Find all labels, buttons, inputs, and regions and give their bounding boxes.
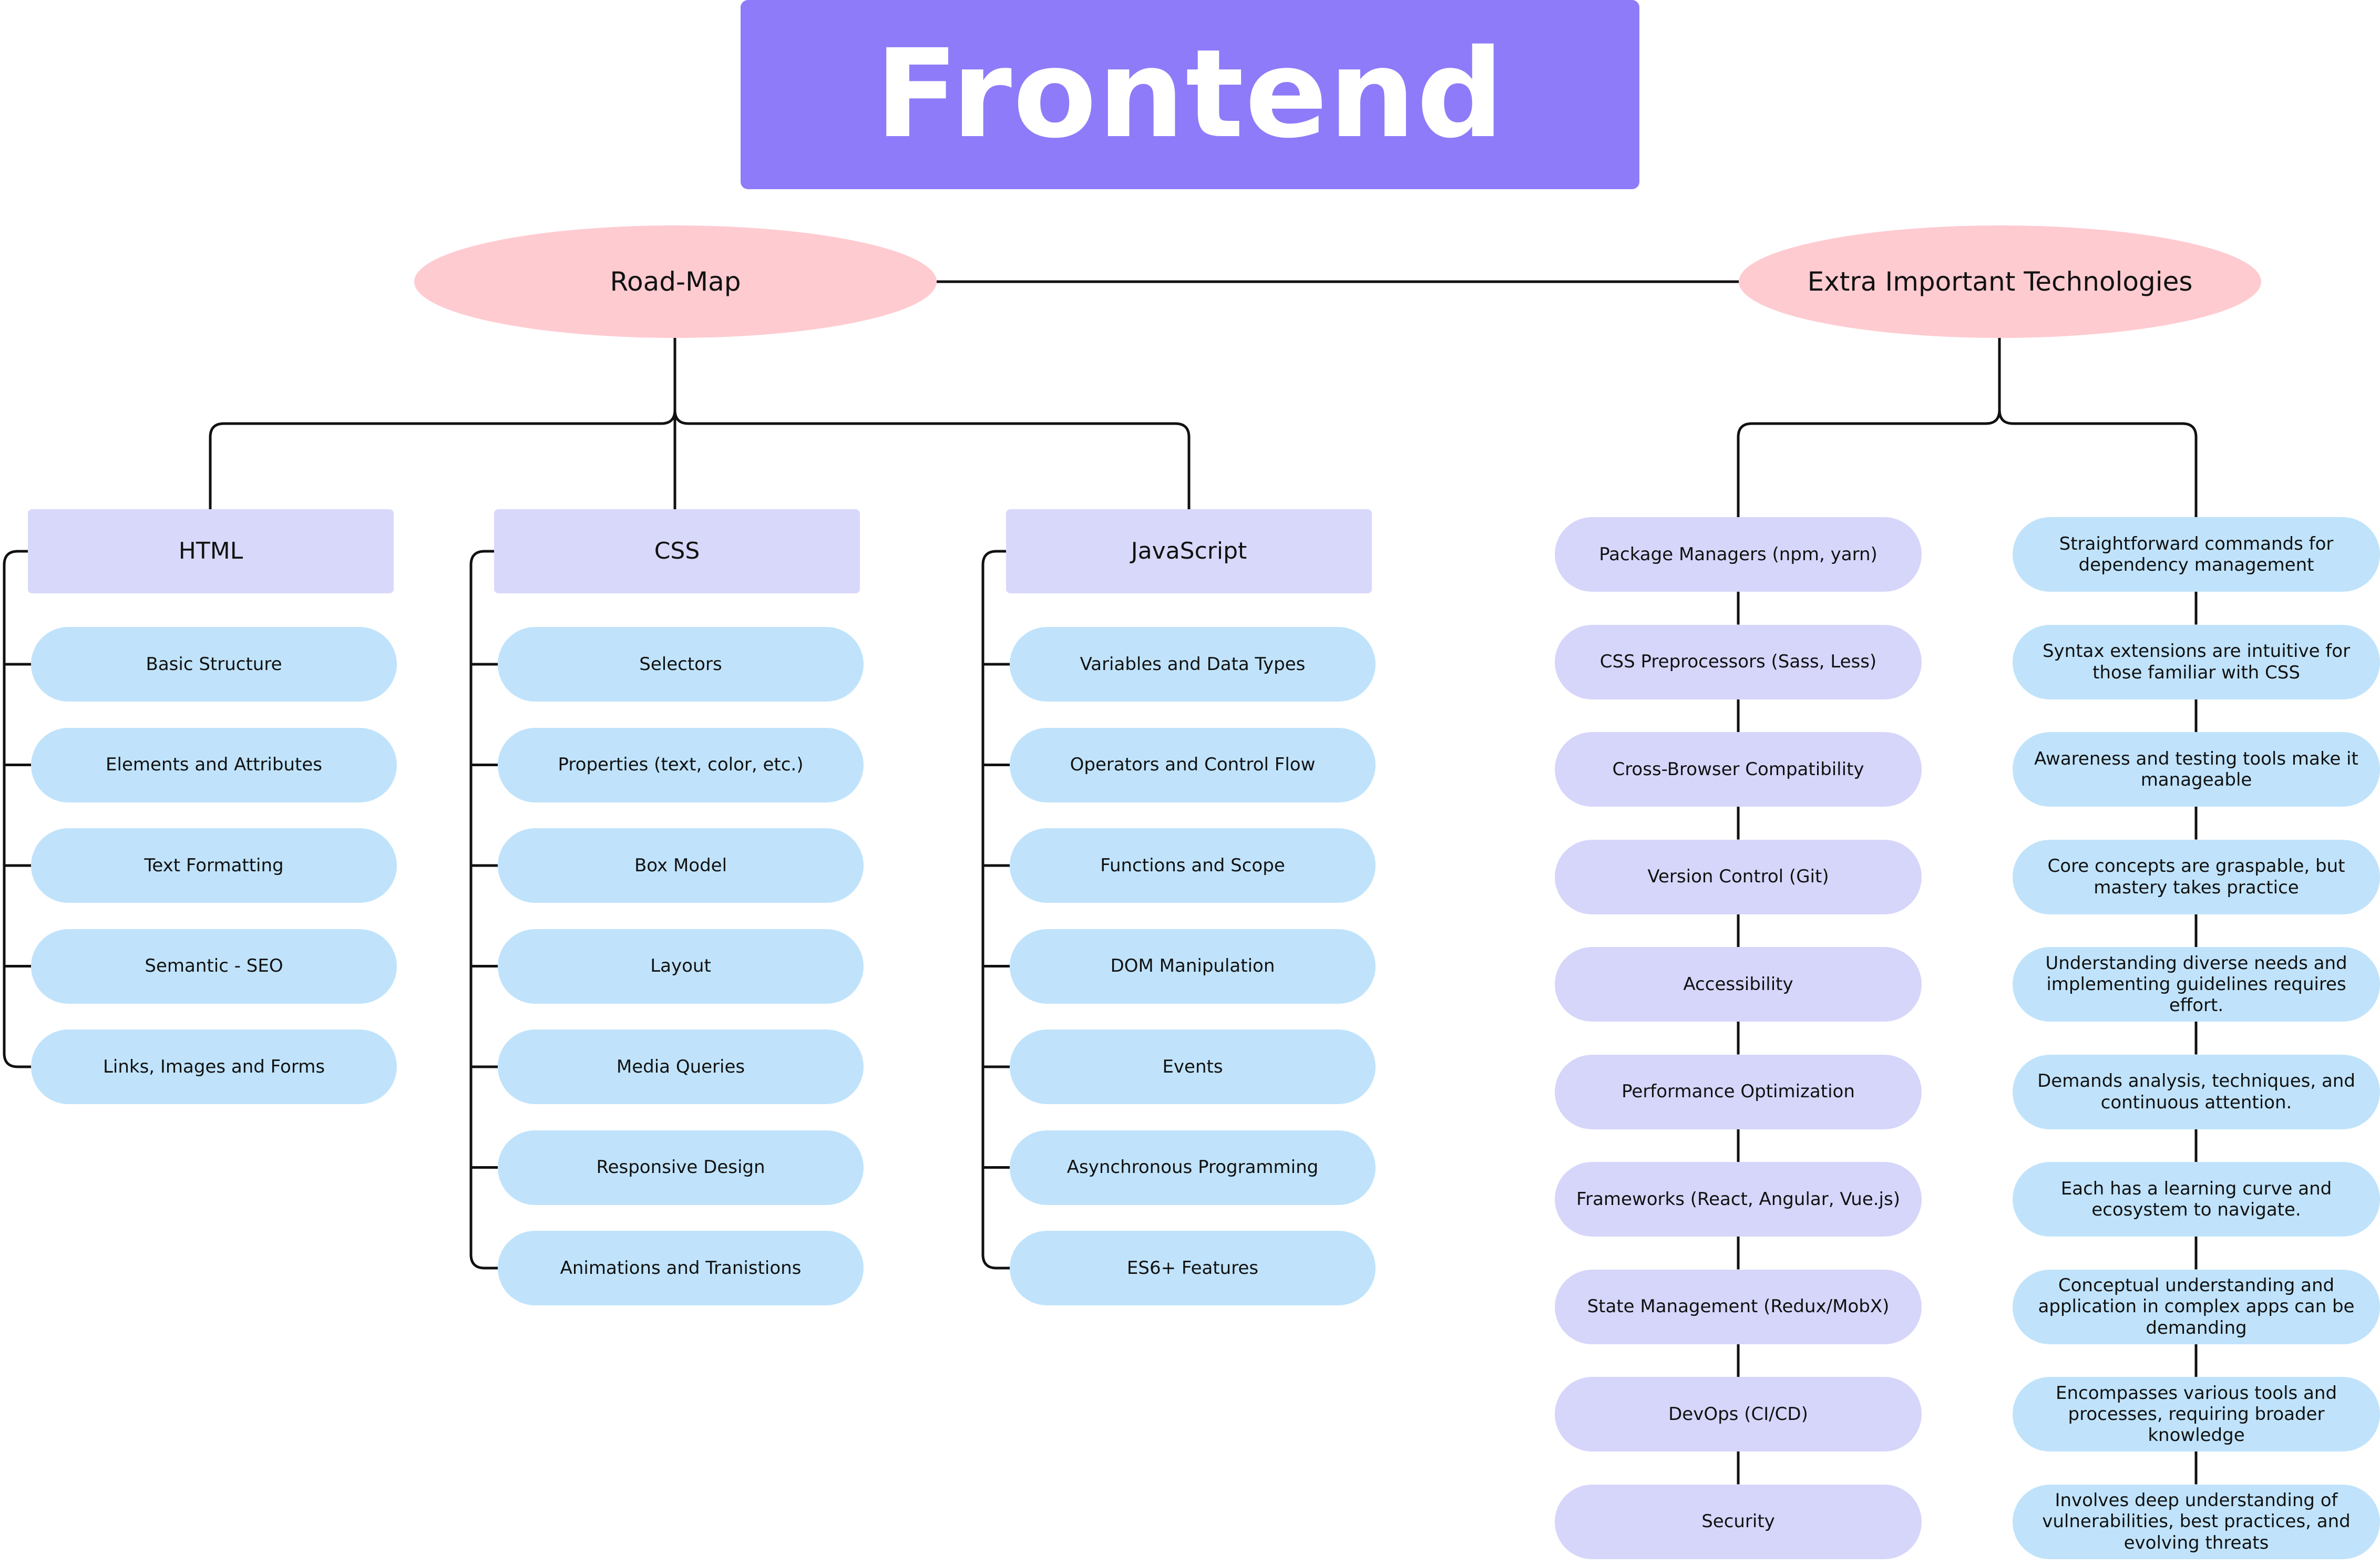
column-header-css: CSS bbox=[494, 509, 860, 593]
connector-roadmap-js bbox=[673, 409, 1191, 509]
technology-accessibility: Accessibility bbox=[1555, 947, 1922, 1022]
technology-security-label: Security bbox=[1701, 1511, 1775, 1532]
connector-roadmap-html bbox=[209, 409, 676, 509]
topic-box-model-label: Box Model bbox=[634, 854, 727, 876]
topic-events-label: Events bbox=[1162, 1056, 1223, 1077]
technology-css-preprocessors-sass-less: CSS Preprocessors (Sass, Less) bbox=[1555, 624, 1922, 699]
topic-text-formatting: Text Formatting bbox=[31, 828, 397, 903]
topic-basic-structure-label: Basic Structure bbox=[146, 653, 282, 675]
extras-label: Extra Important Technologies bbox=[1807, 266, 2193, 297]
technology-cross-browser-compatibility-label: Cross-Browser Compatibility bbox=[1612, 758, 1864, 780]
bracket-javascript bbox=[981, 550, 1010, 1270]
topic-semantic-seo-label: Semantic - SEO bbox=[145, 955, 283, 977]
topic-media-queries: Media Queries bbox=[498, 1029, 864, 1104]
column-header-html: HTML bbox=[28, 509, 394, 593]
difficulty-note-4-label: Core concepts are graspable, but mastery… bbox=[2047, 856, 2345, 898]
technology-performance-optimization-label: Performance Optimization bbox=[1622, 1081, 1855, 1103]
difficulty-note-3: Awareness and testing tools make it mana… bbox=[2013, 732, 2380, 807]
difficulty-note-3-label: Awareness and testing tools make it mana… bbox=[2034, 748, 2358, 790]
topic-asynchronous-programming-label: Asynchronous Programming bbox=[1066, 1157, 1319, 1178]
topic-dom-manipulation-label: DOM Manipulation bbox=[1110, 955, 1275, 977]
technology-performance-optimization: Performance Optimization bbox=[1555, 1054, 1922, 1129]
technology-devops-ci-cd-label: DevOps (CI/CD) bbox=[1668, 1403, 1808, 1425]
difficulty-note-1-label: Straightforward commands for dependency … bbox=[2059, 533, 2334, 575]
technology-state-management-redux-mobx-label: State Management (Redux/MobX) bbox=[1587, 1296, 1890, 1317]
difficulty-note-8-label: Conceptual understanding and application… bbox=[2038, 1275, 2355, 1339]
difficulty-note-5: Understanding diverse needs and implemen… bbox=[2013, 947, 2380, 1022]
difficulty-note-4: Core concepts are graspable, but mastery… bbox=[2013, 839, 2380, 914]
topic-elements-and-attributes-label: Elements and Attributes bbox=[106, 754, 322, 776]
difficulty-note-6-label: Demands analysis, techniques, and contin… bbox=[2037, 1070, 2355, 1113]
topic-links-images-and-forms: Links, Images and Forms bbox=[31, 1029, 397, 1104]
difficulty-note-9-label: Encompasses various tools and processes,… bbox=[2055, 1382, 2337, 1446]
column-header-javascript-label: JavaScript bbox=[1131, 538, 1247, 565]
topic-functions-and-scope: Functions and Scope bbox=[1010, 828, 1376, 903]
topic-selectors-label: Selectors bbox=[639, 653, 722, 675]
connector-extras-notes bbox=[1998, 409, 2198, 517]
topic-semantic-seo: Semantic - SEO bbox=[31, 929, 397, 1004]
topic-events: Events bbox=[1010, 1029, 1376, 1104]
topic-properties-text-color-etc-label: Properties (text, color, etc.) bbox=[558, 754, 804, 776]
bracket-html bbox=[3, 550, 31, 1068]
topic-layout-label: Layout bbox=[650, 955, 711, 977]
difficulty-note-2: Syntax extensions are intuitive for thos… bbox=[2013, 624, 2380, 699]
topic-es6-features-label: ES6+ Features bbox=[1126, 1257, 1259, 1279]
column-header-css-label: CSS bbox=[654, 538, 700, 565]
page-title: Frontend bbox=[875, 23, 1505, 166]
difficulty-note-1: Straightforward commands for dependency … bbox=[2013, 517, 2380, 592]
topic-es6-features: ES6+ Features bbox=[1010, 1231, 1376, 1305]
technology-frameworks-react-angular-vue-js: Frameworks (React, Angular, Vue.js) bbox=[1555, 1162, 1922, 1237]
topic-elements-and-attributes: Elements and Attributes bbox=[31, 727, 397, 802]
roadmap-node: Road-Map bbox=[414, 225, 937, 338]
roadmap-label: Road-Map bbox=[610, 266, 741, 297]
topic-animations-and-tranistions-label: Animations and Tranistions bbox=[560, 1257, 802, 1279]
title-banner: Frontend bbox=[741, 0, 1639, 189]
technology-package-managers-npm-yarn-label: Package Managers (npm, yarn) bbox=[1599, 543, 1878, 565]
topic-box-model: Box Model bbox=[498, 828, 864, 903]
topic-media-queries-label: Media Queries bbox=[616, 1056, 745, 1077]
topic-responsive-design-label: Responsive Design bbox=[596, 1157, 765, 1178]
bracket-css bbox=[469, 550, 498, 1270]
difficulty-note-5-label: Understanding diverse needs and implemen… bbox=[2045, 952, 2347, 1016]
topic-dom-manipulation: DOM Manipulation bbox=[1010, 929, 1376, 1004]
technology-css-preprocessors-sass-less-label: CSS Preprocessors (Sass, Less) bbox=[1599, 651, 1877, 673]
technology-version-control-git: Version Control (Git) bbox=[1555, 839, 1922, 914]
topic-operators-and-control-flow: Operators and Control Flow bbox=[1010, 727, 1376, 802]
topic-selectors: Selectors bbox=[498, 627, 864, 702]
topic-properties-text-color-etc: Properties (text, color, etc.) bbox=[498, 727, 864, 802]
topic-variables-and-data-types: Variables and Data Types bbox=[1010, 627, 1376, 702]
difficulty-note-8: Conceptual understanding and application… bbox=[2013, 1269, 2380, 1344]
topic-links-images-and-forms-label: Links, Images and Forms bbox=[102, 1056, 325, 1077]
topic-operators-and-control-flow-label: Operators and Control Flow bbox=[1070, 754, 1316, 776]
technology-frameworks-react-angular-vue-js-label: Frameworks (React, Angular, Vue.js) bbox=[1576, 1188, 1900, 1210]
topic-responsive-design: Responsive Design bbox=[498, 1130, 864, 1205]
column-header-javascript: JavaScript bbox=[1006, 509, 1372, 593]
technology-package-managers-npm-yarn: Package Managers (npm, yarn) bbox=[1555, 517, 1922, 592]
difficulty-note-6: Demands analysis, techniques, and contin… bbox=[2013, 1054, 2380, 1129]
difficulty-note-7-label: Each has a learning curve and ecosystem … bbox=[2060, 1178, 2332, 1220]
difficulty-note-10-label: Involves deep understanding of vulnerabi… bbox=[2042, 1490, 2351, 1553]
difficulty-note-9: Encompasses various tools and processes,… bbox=[2013, 1377, 2380, 1451]
technology-cross-browser-compatibility: Cross-Browser Compatibility bbox=[1555, 732, 1922, 807]
technology-devops-ci-cd: DevOps (CI/CD) bbox=[1555, 1377, 1922, 1451]
difficulty-note-2-label: Syntax extensions are intuitive for thos… bbox=[2042, 641, 2351, 683]
difficulty-note-7: Each has a learning curve and ecosystem … bbox=[2013, 1162, 2380, 1237]
technology-security: Security bbox=[1555, 1484, 1922, 1559]
difficulty-note-10: Involves deep understanding of vulnerabi… bbox=[2013, 1484, 2380, 1559]
topic-basic-structure: Basic Structure bbox=[31, 627, 397, 702]
technology-state-management-redux-mobx: State Management (Redux/MobX) bbox=[1555, 1269, 1922, 1344]
extras-node: Extra Important Technologies bbox=[1739, 225, 2261, 338]
topic-variables-and-data-types-label: Variables and Data Types bbox=[1080, 653, 1306, 675]
technology-accessibility-label: Accessibility bbox=[1683, 973, 1793, 995]
technology-version-control-git-label: Version Control (Git) bbox=[1647, 866, 1829, 888]
topic-text-formatting-label: Text Formatting bbox=[144, 854, 284, 876]
topic-animations-and-tranistions: Animations and Tranistions bbox=[498, 1231, 864, 1305]
topic-functions-and-scope-label: Functions and Scope bbox=[1100, 854, 1285, 876]
topic-asynchronous-programming: Asynchronous Programming bbox=[1010, 1130, 1376, 1205]
topic-layout: Layout bbox=[498, 929, 864, 1004]
connector-extras-technologies bbox=[1737, 338, 2001, 517]
column-header-html-label: HTML bbox=[178, 538, 243, 565]
